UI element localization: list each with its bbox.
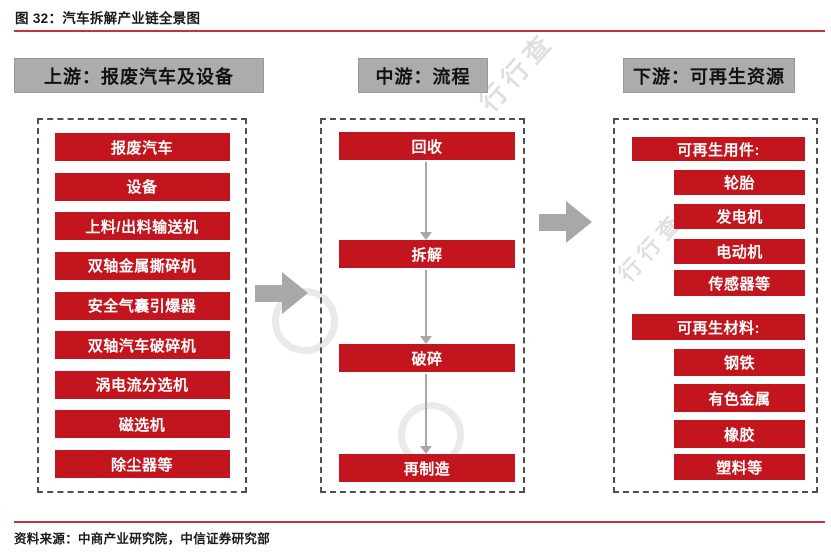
downstream-item: 传感器等 — [674, 270, 805, 296]
downstream-header: 下游：可再生资源 — [623, 58, 795, 93]
upstream-panel: 报废汽车 设备 上料/出料输送机 双轴金属撕碎机 安全气囊引爆器 双轴汽车破碎机… — [37, 118, 247, 493]
midstream-panel: 回收 拆解 破碎 再制造 — [320, 118, 525, 493]
arrow-head — [420, 232, 432, 240]
midstream-step: 回收 — [339, 132, 515, 160]
arrow-shaft — [255, 284, 282, 302]
arrow-line — [425, 270, 427, 336]
downstream-item: 钢铁 — [674, 349, 805, 376]
midstream-step: 破碎 — [339, 344, 515, 372]
downstream-item: 轮胎 — [674, 170, 805, 195]
upstream-item: 设备 — [54, 172, 230, 201]
midstream-step: 再制造 — [339, 454, 515, 482]
arrow-shaft — [539, 213, 566, 231]
arrow-midstream-to-downstream-icon — [539, 201, 592, 243]
downstream-item: 塑料等 — [674, 454, 805, 480]
arrow-line — [425, 162, 427, 232]
flow-arrow-down-icon — [420, 270, 432, 344]
upstream-item: 报废汽车 — [54, 133, 230, 161]
downstream-item: 橡胶 — [674, 420, 805, 448]
arrow-upstream-to-midstream-icon — [255, 272, 308, 314]
downstream-item: 有色金属 — [674, 384, 805, 412]
downstream-section-label: 可再生用件: — [632, 137, 805, 161]
upstream-item: 双轴金属撕碎机 — [54, 251, 230, 280]
figure-title: 图 32：汽车拆解产业链全景图 — [15, 11, 201, 26]
downstream-panel: 可再生用件: 轮胎 发电机 电动机 传感器等 可再生材料: 钢铁 有色金属 橡胶… — [613, 118, 818, 493]
midstream-header: 中游：流程 — [358, 58, 488, 93]
arrow-head — [420, 446, 432, 454]
downstream-item: 发电机 — [674, 204, 805, 229]
arrow-head — [566, 201, 592, 243]
upstream-item: 安全气囊引爆器 — [54, 291, 230, 320]
upstream-item: 除尘器等 — [54, 450, 230, 478]
arrow-line — [425, 374, 427, 446]
arrow-head — [420, 336, 432, 344]
midstream-step: 拆解 — [339, 240, 515, 268]
flow-arrow-down-icon — [420, 374, 432, 454]
upstream-item: 双轴汽车破碎机 — [54, 331, 230, 360]
upstream-item: 上料/出料输送机 — [54, 212, 230, 241]
upstream-header: 上游：报废汽车及设备 — [14, 58, 264, 93]
source-rule — [14, 521, 825, 523]
source-text: 资料来源：中商产业研究院，中信证券研究部 — [14, 532, 271, 546]
downstream-item: 电动机 — [674, 239, 805, 264]
arrow-head — [282, 272, 308, 314]
flow-arrow-down-icon — [420, 162, 432, 240]
downstream-section-label: 可再生材料: — [632, 314, 805, 340]
upstream-item: 磁选机 — [54, 410, 230, 439]
upstream-item: 涡电流分选机 — [54, 370, 230, 399]
title-rule — [14, 30, 825, 32]
